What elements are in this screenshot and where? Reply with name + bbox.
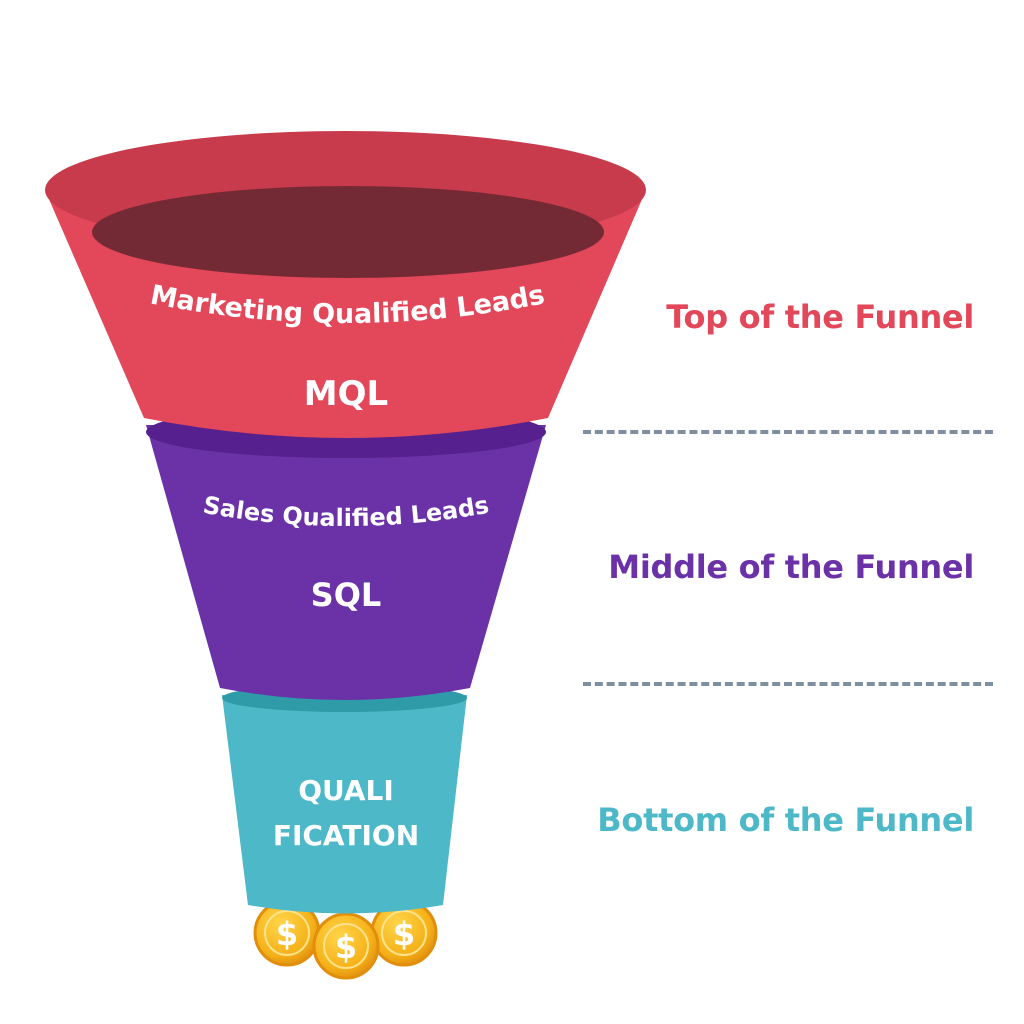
funnel-middle-section: Sales Qualified Leads SQL xyxy=(146,406,546,700)
funnel-top-section: Marketing Qualified Leads MQL xyxy=(45,131,646,438)
sql-abbr: SQL xyxy=(311,576,382,614)
coin-stack: $ $ $ xyxy=(253,899,438,980)
coin-symbol: $ xyxy=(335,928,357,966)
divider-top-middle xyxy=(583,430,993,434)
coin-symbol: $ xyxy=(276,915,298,953)
bottom-line-2: FICATION xyxy=(273,819,419,852)
bottom-line-1: QUALI xyxy=(298,774,394,807)
divider-middle-bottom xyxy=(583,682,993,686)
coin-symbol: $ xyxy=(393,915,415,953)
mql-abbr: MQL xyxy=(304,374,388,414)
label-top-of-funnel: Top of the Funnel xyxy=(666,298,974,336)
funnel-bottom-section: QUALI FICATION xyxy=(222,684,467,914)
label-bottom-of-funnel: Bottom of the Funnel xyxy=(597,801,974,839)
coin-center-icon: $ xyxy=(312,912,380,980)
label-middle-of-funnel: Middle of the Funnel xyxy=(608,548,974,586)
